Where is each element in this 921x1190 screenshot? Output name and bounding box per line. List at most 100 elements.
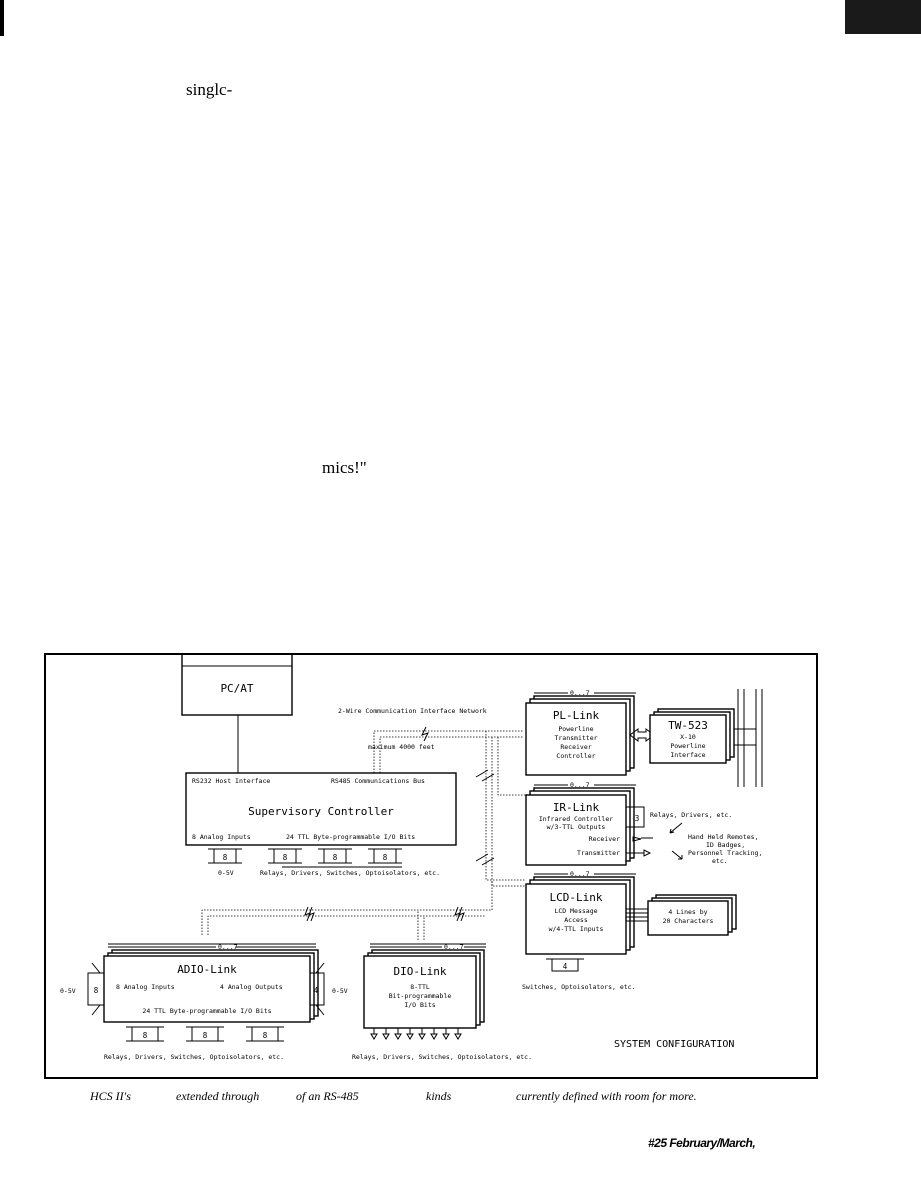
- supervisory-controller: RS232 Host Interface RS485 Communication…: [185, 772, 457, 846]
- adio-link-module: 0...7 ADIO-Link 8 Analog Inputs 4 Analog…: [103, 943, 319, 1023]
- supervisory-relays-label: Relays, Drivers, Switches, Optoisolators…: [260, 869, 440, 877]
- tw523-title: TW-523: [668, 719, 708, 732]
- ir-link-relays: Relays, Drivers, etc.: [650, 811, 732, 819]
- pl-link-line-3: Receiver: [560, 743, 591, 751]
- tw523-line-2: Powerline: [670, 742, 705, 750]
- lcd-link-title: LCD-Link: [550, 891, 603, 904]
- lcd-link-module: 0...7 LCD-Link LCD Message Access w/4-TT…: [525, 870, 636, 955]
- pl-link-title: PL-Link: [553, 709, 600, 722]
- lcd-link-line-1: LCD Message: [554, 907, 597, 915]
- ir-link-title: IR-Link: [553, 801, 600, 814]
- adio-link-range: 0...7: [218, 943, 238, 951]
- tw523-line-3: Interface: [670, 751, 705, 759]
- supervisory-port-1: 8: [283, 853, 288, 862]
- ir-link-range: 0...7: [570, 781, 590, 789]
- ir-link-transmitter: Transmitter: [577, 849, 620, 857]
- lcd-display-line-2: 20 Characters: [663, 917, 714, 925]
- page-edge-bar: [0, 0, 4, 36]
- adio-relays-label: Relays, Drivers, Switches, Optoisolators…: [104, 1053, 284, 1061]
- break-mark-ir: [475, 769, 495, 782]
- caption-part-5: currently defined with room for more.: [516, 1089, 697, 1103]
- supervisory-port-2: 8: [333, 853, 338, 862]
- adio-port-in: 8: [87, 962, 104, 1016]
- lcd-link-line-3: w/4-TTL Inputs: [549, 925, 604, 933]
- svg-text:4: 4: [314, 986, 319, 995]
- svg-text:8: 8: [143, 1031, 148, 1040]
- caption-part-3: of an RS-485: [296, 1089, 359, 1103]
- dio-line-1: 8-TTL: [410, 983, 430, 991]
- pc-at-box: PC/AT: [181, 652, 293, 716]
- network-label: 2-Wire Communication Interface Network: [338, 707, 487, 715]
- supervisory-port-analog: 8: [223, 853, 228, 862]
- adio-analog-out: 4 Analog Outputs: [220, 983, 283, 991]
- lcd-switches-label: Switches, Optoisolators, etc.: [522, 983, 636, 991]
- footer-issue: #25 February/March,: [648, 1136, 756, 1150]
- network-bus-lines: [201, 730, 526, 940]
- adio-voltage-out: 0-5V: [332, 987, 348, 995]
- adio-link-title: ADIO-Link: [177, 963, 237, 976]
- tw523-line-1: X-10: [680, 733, 696, 741]
- dio-relays-label: Relays, Drivers, Switches, Optoisolators…: [352, 1053, 532, 1061]
- text-fragment-mics: mics!": [322, 458, 367, 477]
- adio-voltage-in: 0-5V: [60, 987, 76, 995]
- dio-link-module: 0...7 DIO-Link 8-TTL Bit-programmable I/…: [363, 943, 486, 1029]
- break-mark-lcd: [475, 853, 495, 866]
- ir-remotes-line-4: etc.: [712, 857, 728, 865]
- ir-port-3: 3: [626, 806, 645, 828]
- adio-ttl-label: 24 TTL Byte-programmable I/O Bits: [142, 1007, 271, 1015]
- text-fragment-single: singlc-: [186, 80, 233, 99]
- ir-receiver-arrow: [632, 836, 653, 842]
- supervisory-title: Supervisory Controller: [248, 805, 394, 818]
- svg-text:8: 8: [203, 1031, 208, 1040]
- ir-link-line-2: w/3-TTL Outputs: [547, 823, 606, 831]
- caption-part-1: HCS II's: [90, 1089, 131, 1103]
- caption-part-4: kinds: [426, 1089, 452, 1103]
- powerline-wires: [737, 689, 763, 787]
- break-mark-adio: [304, 906, 315, 922]
- caption-part-2: extended through: [176, 1089, 260, 1103]
- pl-link-module: 0...7 PL-Link Powerline Transmitter Rece…: [525, 689, 636, 776]
- break-mark-dio: [454, 906, 465, 922]
- rs232-label: RS232 Host Interface: [192, 777, 270, 785]
- dio-link-title: DIO-Link: [394, 965, 447, 978]
- ir-remotes-line-2: ID Badges,: [706, 841, 745, 849]
- dio-bit-pins: [370, 1028, 462, 1040]
- network-break-mark: [421, 726, 429, 742]
- figure-frame: PC/AT 2-Wire Communication Interface Net…: [44, 652, 818, 1079]
- adio-ports-bottom: 8 8 8: [126, 1026, 284, 1042]
- ir-remote-arrow-out: [671, 850, 683, 860]
- ir-remote-arrow-in: [669, 822, 683, 834]
- ir-remotes-line-3: Personnel Tracking,: [688, 849, 762, 857]
- pl-link-line-4: Controller: [556, 752, 595, 760]
- tw523-module: TW-523 X-10 Powerline Interface: [649, 708, 756, 764]
- corner-scan-block: [845, 0, 921, 34]
- pl-link-line-2: Transmitter: [554, 734, 597, 742]
- ir-link-receiver: Receiver: [589, 835, 620, 843]
- ir-link-module: 0...7 IR-Link Infrared Controller w/3-TT…: [525, 781, 636, 866]
- adio-port-out: 4: [310, 962, 325, 1016]
- svg-text:8: 8: [94, 986, 99, 995]
- dio-link-range: 0...7: [444, 943, 464, 951]
- ir-link-line-1: Infrared Controller: [539, 815, 613, 823]
- rs485-label: RS485 Communications Bus: [331, 777, 425, 785]
- supervisory-ttl-label: 24 TTL Byte-programmable I/O Bits: [286, 833, 415, 841]
- pl-link-range: 0...7: [570, 689, 590, 697]
- svg-text:3: 3: [635, 814, 640, 823]
- system-configuration-label: SYSTEM CONFIGURATION: [614, 1039, 734, 1050]
- lcd-port-4: 4: [546, 958, 584, 972]
- lcd-display-box: 4 Lines by 20 Characters: [626, 894, 737, 936]
- ir-remotes-line-1: Hand Held Remotes,: [688, 833, 758, 841]
- supervisory-analog-label: 8 Analog Inputs: [192, 833, 251, 841]
- supervisory-port-3: 8: [383, 853, 388, 862]
- pl-link-line-1: Powerline: [558, 725, 593, 733]
- dio-line-2: Bit-programmable: [389, 992, 452, 1000]
- supervisory-voltage-label: 0-5V: [218, 869, 234, 877]
- lcd-display-line-1: 4 Lines by: [668, 908, 707, 916]
- lcd-link-range: 0...7: [570, 870, 590, 878]
- pc-at-label: PC/AT: [220, 682, 253, 695]
- svg-text:4: 4: [563, 962, 568, 971]
- adio-analog-in: 8 Analog Inputs: [116, 983, 175, 991]
- svg-text:8: 8: [263, 1031, 268, 1040]
- supervisory-ports: 8 8 8 8: [208, 848, 402, 868]
- dio-line-3: I/O Bits: [404, 1001, 435, 1009]
